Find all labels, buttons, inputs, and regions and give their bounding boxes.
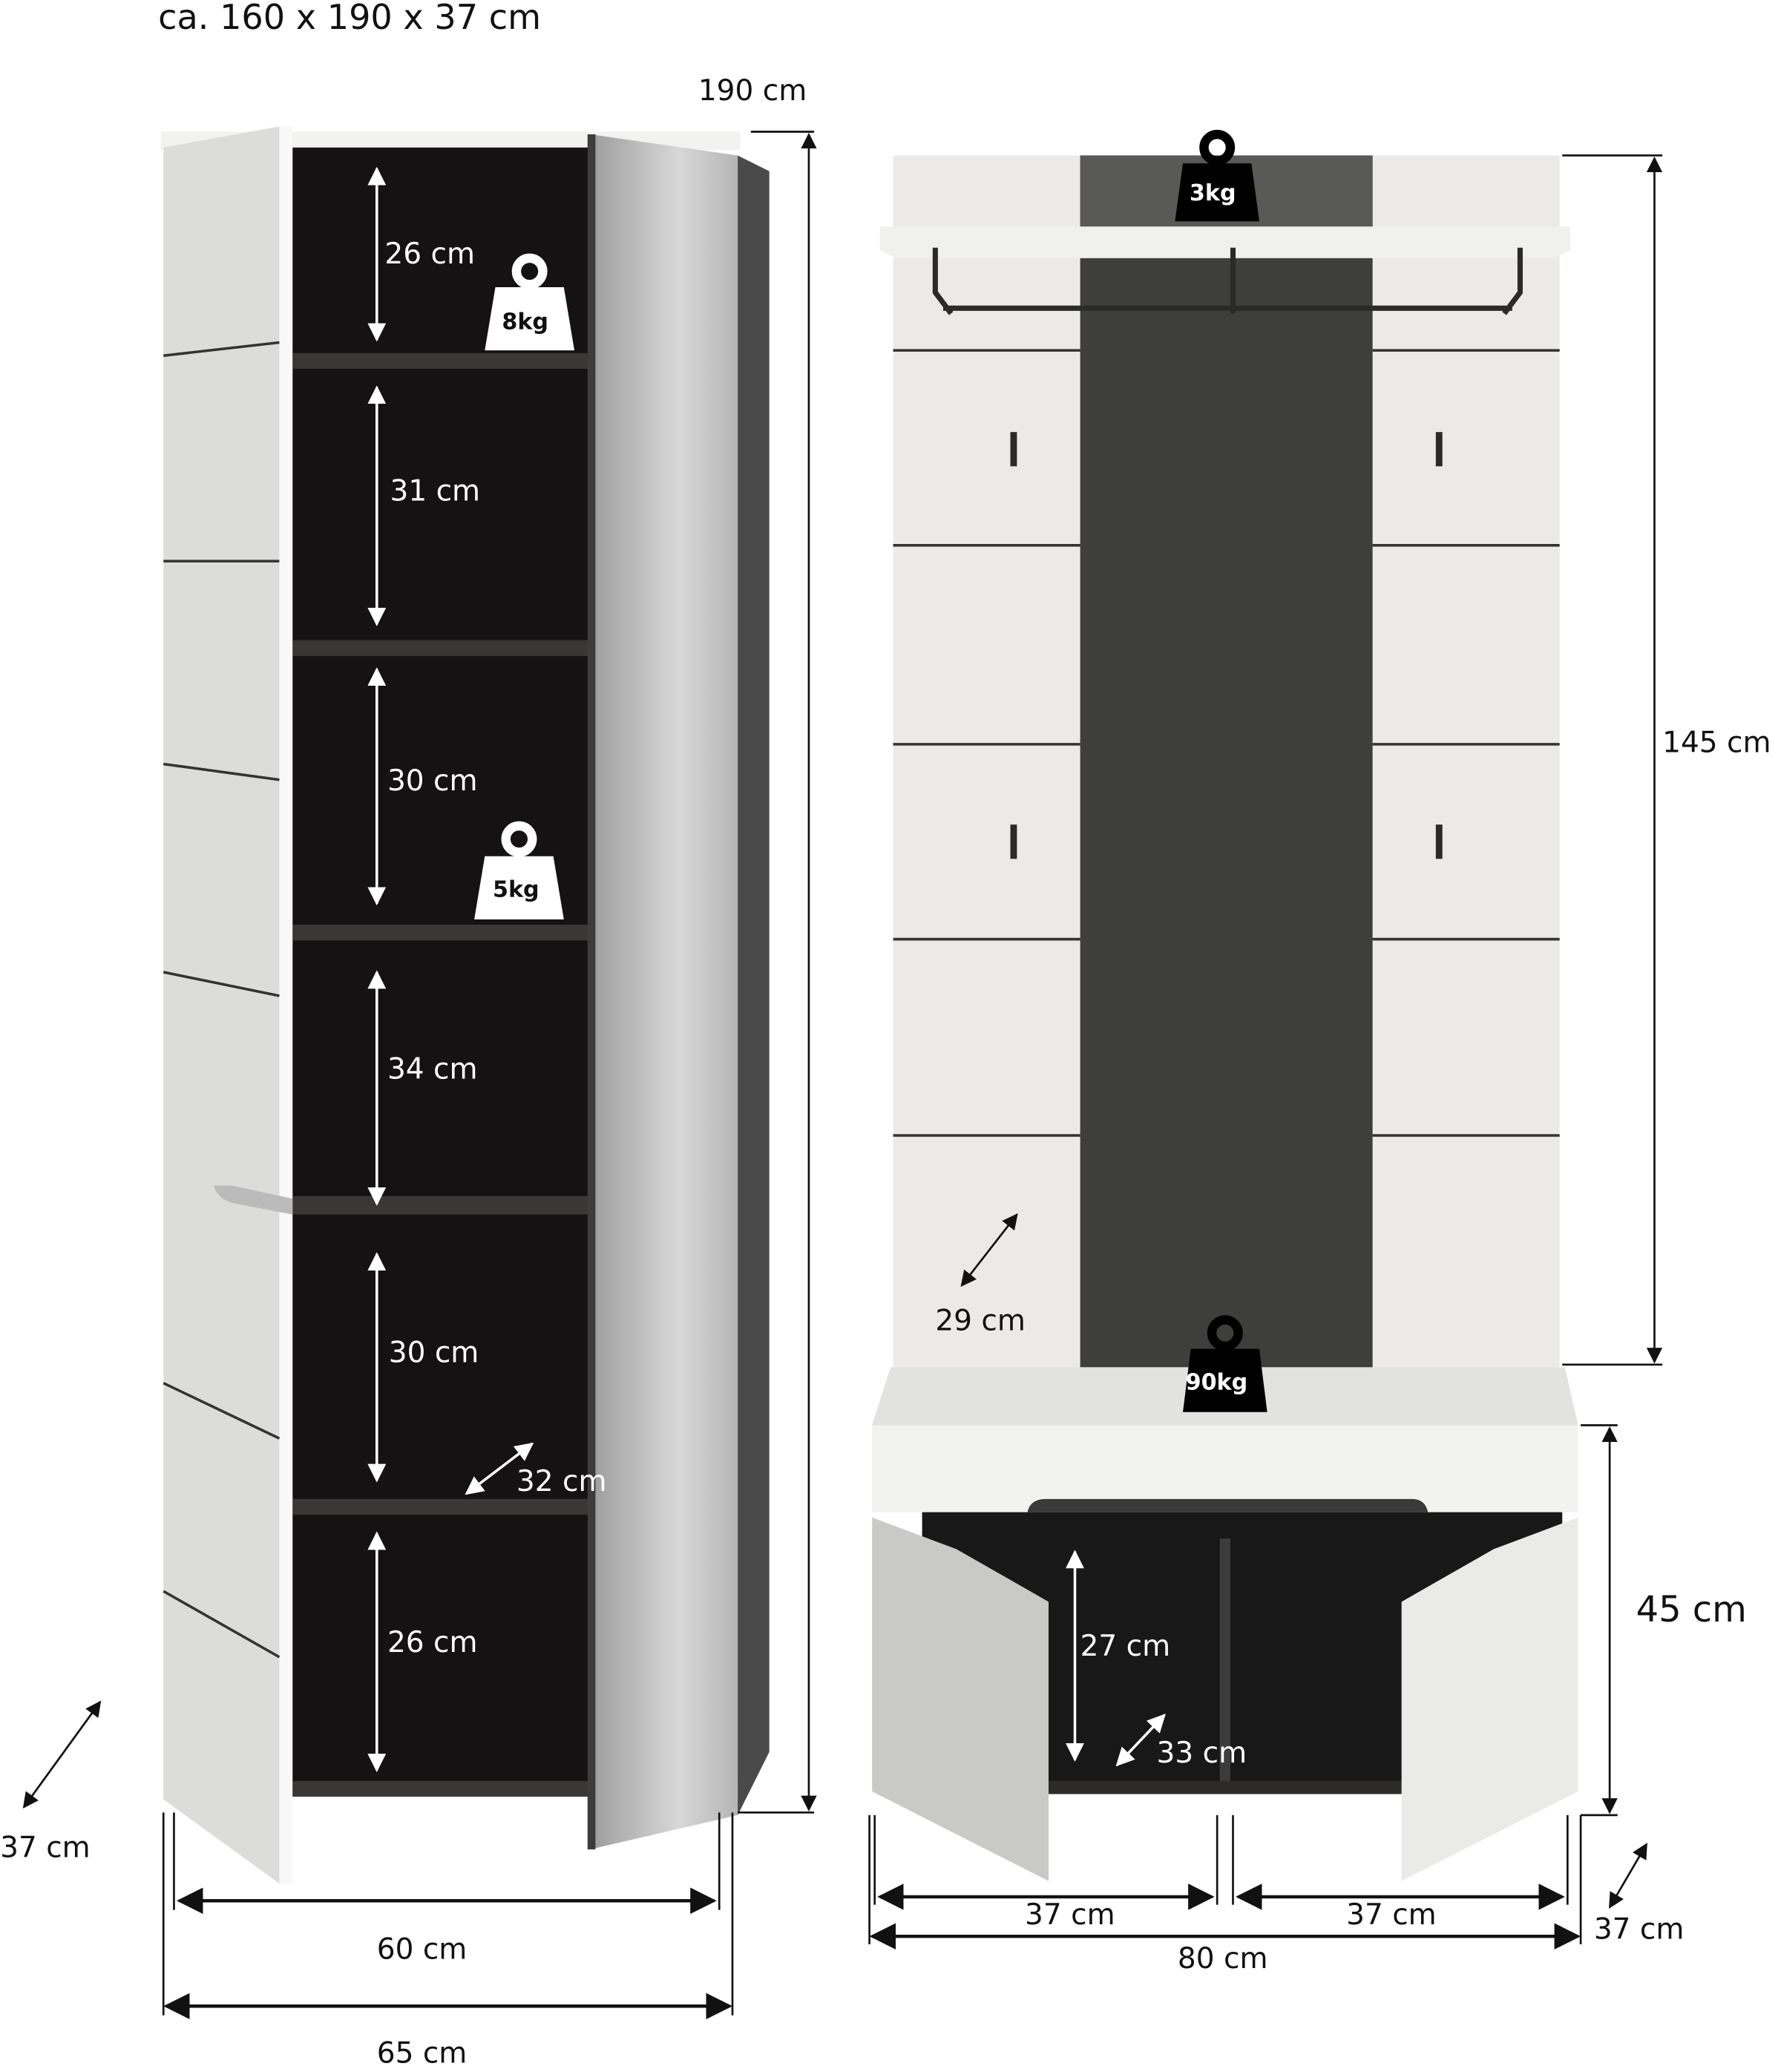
door-grooves xyxy=(163,341,281,1659)
compartment-6-height: 26 cm xyxy=(387,1626,478,1659)
right-mirror-door xyxy=(590,134,738,1850)
left-door-open xyxy=(163,126,280,1884)
panel-depth-label: 29 cm xyxy=(935,1305,1026,1338)
cabinet-outer-width-label: 65 cm xyxy=(377,2037,468,2071)
compartment-2-height: 31 cm xyxy=(390,474,481,508)
compartment-4-height: 34 cm xyxy=(387,1053,478,1086)
cabinet-shelves xyxy=(292,353,591,1797)
bench-depth-label: 37 cm xyxy=(1594,1913,1685,1947)
svg-text:90kg: 90kg xyxy=(1186,1370,1248,1396)
cabinet-compartment-dimensions: 26 cm 31 cm 30 cm 34 cm 30 cm 26 cm 32 c… xyxy=(367,166,607,1773)
dark-center-panel xyxy=(1080,155,1373,1368)
top-shelf xyxy=(879,226,1570,258)
bench-left-door xyxy=(872,1517,1049,1881)
bench-total-width-label: 80 cm xyxy=(1178,1942,1268,1976)
cabinet-inner-width-label: 60 cm xyxy=(377,1932,468,1966)
bench-drawer xyxy=(872,1425,1578,1512)
shelf-depth-label: 32 cm xyxy=(516,1465,607,1498)
hall-stand xyxy=(872,155,1578,1881)
bench-right-door xyxy=(1401,1517,1578,1881)
tall-cabinet xyxy=(160,126,770,1884)
bench-left-width-label: 37 cm xyxy=(1025,1898,1115,1932)
coat-rail xyxy=(932,247,1523,315)
overall-dimensions-title: ca. 160 x 190 x 37 cm xyxy=(158,0,541,37)
weight-icon: 90kg xyxy=(1183,1315,1267,1412)
cabinet-height-label: 190 cm xyxy=(698,74,807,108)
cabinet-interior xyxy=(292,147,591,1797)
svg-text:8kg: 8kg xyxy=(502,309,548,335)
coat-hooks xyxy=(1010,432,1443,859)
cabinet-depth-label: 37 cm xyxy=(0,1832,91,1865)
compartment-5-height: 30 cm xyxy=(389,1336,479,1369)
cabinet-outer-dimensions xyxy=(22,131,817,2020)
door-handle xyxy=(213,1185,293,1215)
bench-inner-dimensions xyxy=(1066,1550,1166,1767)
bench-inner-height-label: 27 cm xyxy=(1080,1630,1171,1663)
svg-text:3kg: 3kg xyxy=(1190,180,1236,206)
weight-icon: 5kg xyxy=(474,821,564,919)
compartment-3-height: 30 cm xyxy=(387,764,478,798)
panel-height-label: 145 cm xyxy=(1662,726,1771,759)
weight-icon: 8kg xyxy=(485,253,575,351)
bench-inner-depth-label: 33 cm xyxy=(1157,1737,1247,1770)
weight-icon: 3kg xyxy=(1175,129,1259,222)
hall-stand-dimensions xyxy=(868,154,1663,1950)
bench-height-label: 45 cm xyxy=(1636,1590,1747,1630)
svg-text:5kg: 5kg xyxy=(493,877,539,903)
bench-right-width-label: 37 cm xyxy=(1346,1898,1437,1932)
panel-grooves xyxy=(893,349,1560,1137)
compartment-1-height: 26 cm xyxy=(384,237,475,271)
